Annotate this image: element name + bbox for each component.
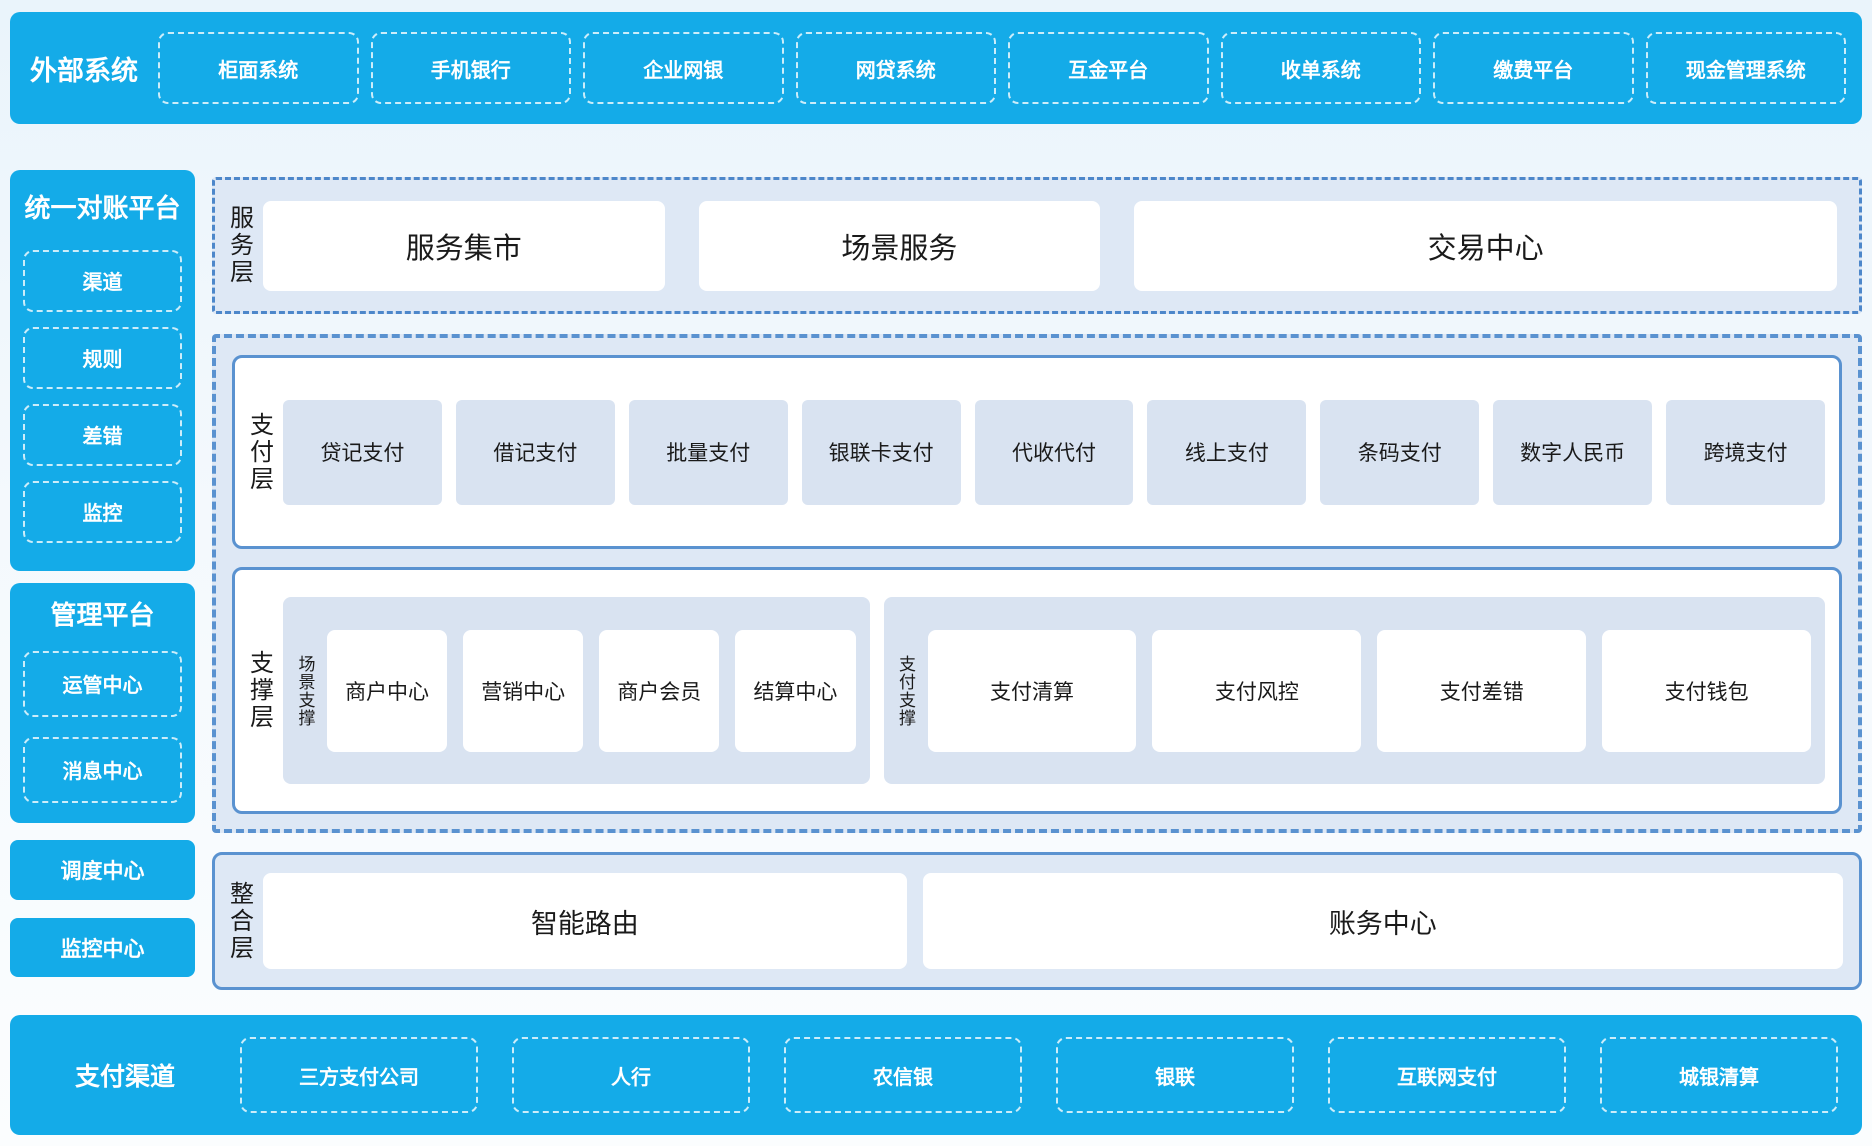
scene-support-item: 营销中心 (463, 629, 584, 752)
payment-channel-item: 农信银 (784, 1037, 1022, 1113)
external-system-item: 收单系统 (1220, 32, 1421, 104)
support-layer-label: 支撑层 (245, 650, 273, 731)
external-system-item: 手机银行 (370, 32, 571, 104)
payment-support-group: 支付支撑 支付清算 支付风控 支付差错 支付钱包 (883, 597, 1825, 784)
service-layer-label: 服务层 (225, 205, 253, 286)
payment-type-box: 批量支付 (628, 399, 788, 505)
payment-type-box: 线上支付 (1147, 399, 1307, 505)
external-system-item: 企业网银 (583, 32, 784, 104)
scene-support-label: 场景支撑 (295, 654, 315, 727)
payment-layer-label: 支付层 (245, 411, 273, 493)
payment-type-box: 贷记支付 (283, 399, 442, 505)
left-sidebar: 统一对账平台 渠道 规则 差错 监控 管理平台 运管中心 消息中心 调度中心 监… (10, 170, 195, 990)
service-item: 场景服务 (698, 200, 1101, 291)
integration-item: 智能路由 (263, 873, 907, 969)
external-systems-items: 柜面系统 手机银行 企业网银 网贷系统 互金平台 收单系统 缴费平台 现金管理系… (158, 32, 1862, 104)
external-system-item: 柜面系统 (158, 32, 359, 104)
monitoring-center-box: 监控中心 (10, 918, 195, 977)
external-system-item: 现金管理系统 (1645, 32, 1846, 104)
scene-support-group: 场景支撑 商户中心 营销中心 商户会员 结算中心 (283, 597, 870, 784)
main-layers: 服务层 服务集市 场景服务 交易中心 支付层 贷记支付 借记支付 (212, 124, 1862, 990)
payment-support-item: 支付风控 (1152, 629, 1362, 752)
external-system-item: 互金平台 (1008, 32, 1209, 104)
payment-channels-bar: 支付渠道 三方支付公司 人行 农信银 银联 互联网支付 城银清算 (10, 1015, 1862, 1135)
payment-channel-item: 人行 (512, 1037, 750, 1113)
reconciliation-item: 监控 (23, 480, 182, 543)
payment-channel-item: 三方支付公司 (240, 1037, 478, 1113)
payment-support-item: 支付钱包 (1602, 629, 1812, 752)
reconciliation-item: 差错 (23, 403, 182, 466)
payment-channel-item: 互联网支付 (1328, 1037, 1566, 1113)
scene-support-item: 结算中心 (735, 629, 856, 752)
payment-support-item: 支付差错 (1377, 629, 1587, 752)
payment-type-box: 银联卡支付 (801, 399, 961, 505)
dispatch-center-box: 调度中心 (10, 840, 195, 900)
external-systems-title: 外部系统 (30, 55, 138, 86)
support-layer-panel: 支撑层 场景支撑 商户中心 营销中心 商户会员 结算中心 (232, 567, 1842, 814)
payment-type-box: 条码支付 (1320, 399, 1480, 505)
integration-layer-label: 整合层 (225, 880, 253, 962)
payment-channel-item: 银联 (1056, 1037, 1294, 1113)
management-item: 运管中心 (23, 650, 182, 717)
management-platform-panel: 管理平台 运管中心 消息中心 (10, 583, 195, 823)
service-layer-panel: 服务层 服务集市 场景服务 交易中心 (212, 177, 1862, 314)
payment-type-box: 代收代付 (974, 399, 1134, 505)
external-system-item: 网贷系统 (795, 32, 996, 104)
payment-channel-item: 城银清算 (1600, 1037, 1838, 1113)
payment-type-box: 借记支付 (455, 399, 615, 505)
payment-layer-panel: 支付层 贷记支付 借记支付 批量支付 银联卡支付 代收代付 线上支付 条码支付 … (232, 355, 1842, 549)
external-systems-bar: 外部系统 柜面系统 手机银行 企业网银 网贷系统 互金平台 收单系统 缴费平台 … (10, 12, 1862, 124)
payment-channels-title: 支付渠道 (74, 1063, 175, 1091)
payment-support-label: 支付支撑 (896, 654, 916, 727)
external-system-item: 缴费平台 (1433, 32, 1634, 104)
reconciliation-platform-panel: 统一对账平台 渠道 规则 差错 监控 (10, 170, 195, 571)
scene-support-item: 商户会员 (599, 629, 720, 752)
payment-support-item: 支付清算 (927, 629, 1137, 752)
service-item: 服务集市 (263, 200, 665, 291)
reconciliation-item: 规则 (23, 326, 182, 389)
scene-support-item: 商户中心 (327, 629, 448, 752)
payment-type-box: 数字人民币 (1493, 399, 1653, 505)
reconciliation-item: 渠道 (23, 249, 182, 312)
integration-layer-panel: 整合层 智能路由 账务中心 (212, 852, 1862, 990)
integration-item: 账务中心 (922, 873, 1843, 969)
payment-channels-items: 三方支付公司 人行 农信银 银联 互联网支付 城银清算 (240, 1037, 1862, 1113)
payment-type-box: 跨境支付 (1666, 399, 1826, 505)
management-item: 消息中心 (23, 736, 182, 803)
service-item: 交易中心 (1134, 200, 1837, 291)
management-platform-title: 管理平台 (50, 600, 155, 630)
payment-support-container: 支付层 贷记支付 借记支付 批量支付 银联卡支付 代收代付 线上支付 条码支付 … (212, 334, 1862, 833)
middle-region: 统一对账平台 渠道 规则 差错 监控 管理平台 运管中心 消息中心 调度中心 监… (10, 124, 1862, 990)
reconciliation-platform-title: 统一对账平台 (24, 193, 181, 223)
